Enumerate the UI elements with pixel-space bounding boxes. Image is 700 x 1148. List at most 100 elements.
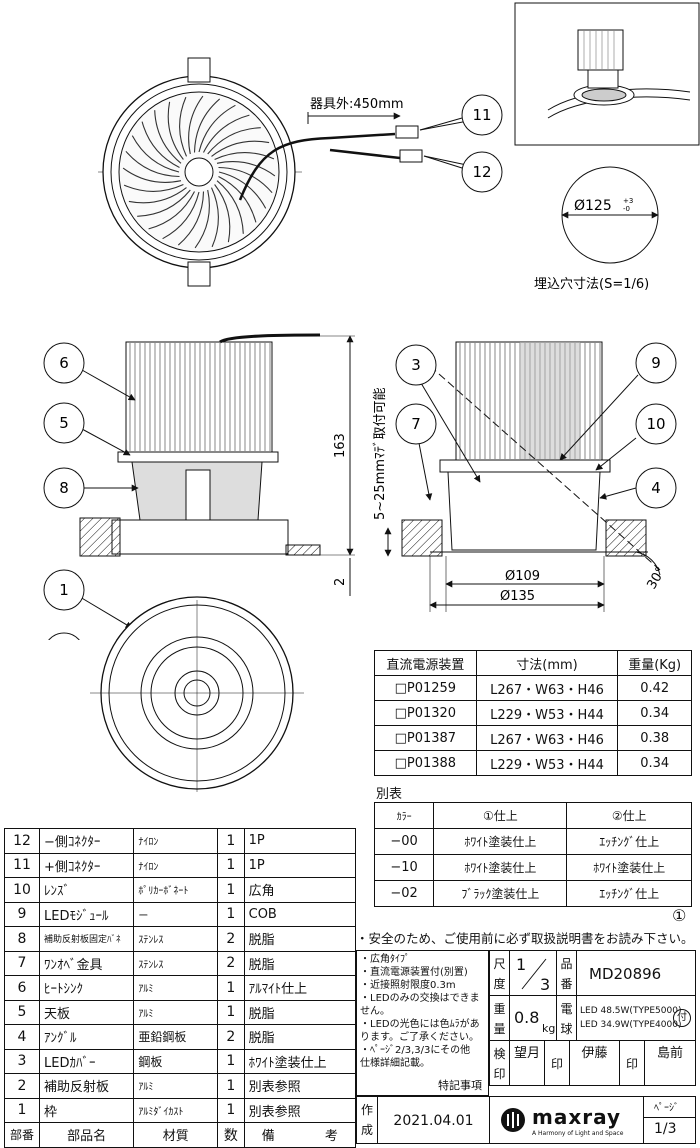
heatsink-fin (179, 96, 187, 157)
callout-3: 3 (395, 344, 437, 386)
brand-name: maxray (532, 1105, 622, 1129)
callout-6: 6 (43, 342, 85, 384)
part-number: MD20896 (576, 950, 696, 996)
heatsink-fin (216, 161, 276, 177)
dim-height: 163 (333, 433, 348, 458)
hole-tol-bottom: -0 (623, 205, 630, 213)
ps-model: □P01388 (374, 750, 477, 776)
special-notes: ・広角ﾀｲﾌﾟ ・直流電源装置付(別置) ・近接照射限度0.3m ・LEDのみの… (356, 950, 489, 1096)
heatsink-fin (154, 110, 182, 164)
dim-mount-range: 5~25mmﾏﾃﾞ取付可能 (373, 387, 388, 520)
note-line: ・LEDのみの交換はできま (360, 993, 480, 1004)
heatsink-fin (214, 152, 275, 160)
dim-outer: Ø135 (500, 589, 535, 604)
scale-value: 1 3 (509, 950, 557, 996)
ps-weight: 0.34 (617, 750, 692, 776)
heatsink-fin (198, 104, 236, 153)
heatsink-fin (193, 98, 221, 153)
created-date: 2021.04.01 (377, 1096, 490, 1144)
svg-text:9: 9 (651, 354, 661, 372)
weight: 0.8 (514, 1008, 540, 1027)
heatsink-fin (128, 187, 187, 204)
ps-header: 重量(Kg) (617, 650, 692, 676)
scale-num: 1 (516, 955, 527, 974)
callout-11: 11 (461, 94, 503, 136)
color-table: ｶﾗｰ ①仕上 ②仕上 −00 ﾎﾜｲﾄ塗装仕上 ｴｯﾁﾝｸﾞ仕上 −10 ﾎﾜ… (373, 802, 692, 907)
hole-caption: 埋込穴寸法(S=1/6) (534, 277, 649, 292)
color-code: −00 (373, 828, 435, 855)
heatsink-fin (203, 114, 250, 153)
callout-8: 8 (43, 467, 85, 509)
heatsink-fin (131, 135, 180, 173)
ps-size: L229・W53・H44 (475, 700, 619, 726)
hole-size: Ø125 (574, 198, 612, 214)
svg-text:4: 4 (651, 479, 661, 497)
bulb-value: LED 48.5W(TYPE5000) LED 34.9W(TYPE4000) … (576, 995, 696, 1041)
dim-ceiling: 2 (333, 578, 348, 586)
safety-note: ・安全のため、ご使用前に必ず取扱説明書をお読み下さい。 (356, 931, 694, 946)
note-line: せん。 (360, 1006, 390, 1017)
ps-header: 寸法(mm) (475, 650, 619, 676)
section-view: Ø109 Ø135 30° (401, 341, 669, 612)
ps-model: □P01259 (374, 675, 477, 701)
weight-label: 重量 (489, 995, 510, 1041)
callout-2: 2 (48, 632, 80, 640)
heatsink-fin (162, 191, 200, 240)
finish-2: ｴｯﾁﾝｸﾞ仕上 (566, 880, 692, 907)
finish-2: ﾎﾜｲﾄ塗装仕上 (566, 854, 692, 881)
note-line: ・LEDの光色には色ﾑﾗがあ (360, 1019, 480, 1030)
ps-size: L267・W63・H46 (475, 675, 619, 701)
power-supply-table: 直流電源装置 寸法(mm) 重量(Kg) □P01259 L267・W63・H4… (374, 650, 692, 776)
finish-1: ﾎﾜｲﾄ塗装仕上 (433, 828, 568, 855)
hole-size-view: Ø125 +3 -0 埋込穴寸法(S=1/6) (534, 166, 659, 292)
page-box: ﾍﾟｰｼﾞ 1/3 (643, 1096, 696, 1144)
callout-4: 4 (635, 467, 677, 509)
installed-view (514, 2, 700, 146)
heatsink-fin (137, 189, 191, 217)
heatsink-fin (218, 166, 273, 194)
heatsink-fin (167, 101, 184, 160)
created-label: 作成 (356, 1096, 378, 1144)
bulb-1: LED 48.5W(TYPE5000) (580, 1006, 682, 1016)
svg-text:5: 5 (59, 414, 69, 432)
top-view: 器具外:450mm (98, 57, 463, 287)
side-view: 163 2 (79, 333, 355, 596)
check-label: 検印 (489, 1040, 510, 1086)
weight-unit: kg (542, 1022, 556, 1035)
page-label: ﾍﾟｰｼﾞ (654, 1103, 679, 1114)
ps-size: L229・W53・H44 (475, 750, 619, 776)
color-code: −02 (373, 880, 435, 907)
note-line: ります。ご了承ください。 (360, 1032, 479, 1043)
heatsink-fin (125, 150, 180, 178)
ps-model: □P01387 (374, 725, 477, 751)
sheet-mark: ① (672, 906, 687, 925)
svg-text:12: 12 (472, 163, 491, 181)
brand-tagline: A Harmony of Light and Space (532, 1130, 624, 1137)
table-row: −02 ﾌﾞﾗｯｸ塗装仕上 ｴｯﾁﾝｸﾞ仕上 (373, 880, 692, 907)
seal-2: 印 (619, 1040, 645, 1086)
bulb-mark: 付 (673, 1009, 691, 1027)
scale-label: 尺度 (489, 950, 510, 996)
dim-angle: 30° (644, 565, 669, 592)
seal-1: 印 (544, 1040, 570, 1086)
callout-7: 7 (395, 403, 437, 445)
color-header: ②仕上 (566, 802, 692, 829)
table-row: □P01320 L229・W53・H44 0.34 (374, 700, 692, 726)
heatsink-fin (214, 184, 231, 243)
color-header: ｶﾗｰ (373, 802, 435, 829)
callout-9: 9 (635, 342, 677, 384)
heatsink-fin (141, 121, 180, 168)
part-no-label: 品番 (556, 950, 577, 996)
callout-5: 5 (43, 402, 85, 444)
table-row: □P01387 L267・W63・H46 0.38 (374, 725, 692, 751)
heatsink-fin (123, 184, 184, 192)
svg-text:1: 1 (59, 581, 69, 599)
maxray-logo-icon (501, 1108, 525, 1132)
table-row: □P01388 L229・W53・H44 0.34 (374, 750, 692, 776)
